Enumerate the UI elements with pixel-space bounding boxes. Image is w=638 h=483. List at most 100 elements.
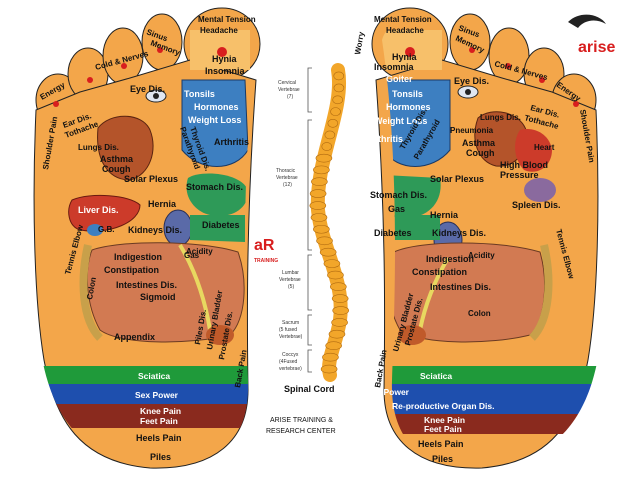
- spine-label-thoracic: Thoracic: [276, 168, 296, 174]
- right-label-hynia: Hynia: [392, 52, 418, 62]
- right-label-goiter: Goiter: [386, 74, 413, 84]
- spine-label-cervical: Cervical: [278, 80, 296, 86]
- left-label-gas: Gas: [184, 251, 200, 260]
- right-band-label-heels-pain: Heels Pain: [418, 439, 464, 449]
- vertebra: [333, 71, 345, 81]
- right-band-label-knee-pain: Knee Pain: [424, 415, 465, 425]
- left-organ-pancreas: [190, 215, 245, 242]
- right-label-pressure: Pressure: [500, 170, 539, 180]
- left-organ-stomach: [186, 173, 249, 216]
- left-label-mental-tension: Mental Tension: [198, 15, 256, 24]
- left-band-label-piles: Piles: [150, 452, 171, 462]
- right-band-sex-power: [382, 384, 605, 414]
- spine-caption: Spinal Cord: [284, 384, 335, 394]
- right-label-constipation: Constipation: [412, 267, 467, 277]
- right-dot-brain: [405, 47, 415, 57]
- vertebra: [327, 119, 339, 128]
- right-band-sciatica: [382, 366, 605, 384]
- vertebra: [311, 177, 328, 186]
- left-band-label-feet-pain: Feet Pain: [140, 416, 178, 426]
- right-band-label-sex-power: Sex Power: [366, 387, 410, 397]
- left-label-stomach-dis: Stomach Dis.: [186, 182, 243, 192]
- right-dot-toe4: [539, 77, 545, 83]
- top-right-logo: arise: [568, 14, 615, 56]
- vertebra: [322, 352, 339, 362]
- right-band-label-feet-pain: Feet Pain: [424, 424, 462, 434]
- right-label-headache: Headache: [386, 26, 424, 35]
- right-organ-ureter: [418, 256, 450, 331]
- vertebra: [309, 189, 327, 198]
- left-label-insomnia: Insomnia: [205, 66, 246, 76]
- left-foot: Mental Tension Headache Sinus Memory Col…: [33, 7, 261, 469]
- spine-label-sacrum: Sacrum: [282, 320, 299, 326]
- spine-label-cervical-count: (7): [287, 94, 293, 100]
- right-organ-pancreas: [384, 215, 440, 240]
- spine-label-sacrum-sub: (5 fused: [279, 327, 297, 333]
- vertebra: [313, 224, 330, 234]
- right-label-mental-tension: Mental Tension: [374, 15, 432, 24]
- right-label-indigestion: Indigestion: [426, 254, 474, 264]
- left-pupil-icon: [153, 93, 159, 99]
- right-organ-spleen: [524, 178, 556, 202]
- left-label-eye-dis: Eye Dis.: [130, 84, 165, 94]
- left-dot-toe2: [157, 47, 163, 53]
- vertebra: [323, 259, 341, 268]
- credit-line-1: ARISE TRAINING &: [270, 417, 333, 424]
- right-label-spleen-dis: Spleen Dis.: [512, 200, 561, 210]
- left-label-acidity: Acidity: [186, 247, 213, 256]
- right-band-label-piles: Piles: [432, 454, 453, 464]
- left-label-diabetes: Diabetes: [202, 220, 240, 230]
- spine-label-thoracic-count: (12): [283, 182, 292, 188]
- left-band-label-heels-pain: Heels Pain: [136, 433, 182, 443]
- left-dot-toe5: [53, 101, 59, 107]
- left-band-label-sciatica: Sciatica: [138, 371, 170, 381]
- left-label-headache: Headache: [200, 26, 238, 35]
- top-right-logo-text: arise: [578, 39, 615, 56]
- right-foot: Mental Tension Headache Worry Sinus Memo…: [353, 7, 605, 469]
- right-label-pneumonia: Pneumonia: [450, 126, 494, 135]
- spine-label-cervical-sub: Vertebrae: [278, 87, 300, 93]
- vertebra: [313, 165, 330, 175]
- left-label-sigmoid: Sigmoid: [140, 292, 176, 302]
- vertebra: [319, 247, 337, 257]
- left-band-label-sex-power: Sex Power: [135, 390, 179, 400]
- right-label-insomnia: Insomnia: [374, 62, 415, 72]
- vertebra: [316, 236, 333, 246]
- vertebra: [324, 130, 336, 140]
- right-organ-heart: [515, 129, 552, 172]
- right-pupil-icon: [465, 89, 471, 95]
- left-label-appendix: Appendix: [114, 332, 155, 342]
- center-logo-sub: TRAINING: [254, 258, 278, 264]
- left-label-liver-dis: Liver Dis.: [78, 205, 119, 215]
- spine-label-coccyx-sub: (4Fused: [279, 359, 298, 365]
- left-label-kidneys-dis: Kidneys Dis.: [128, 225, 182, 235]
- right-label-asthma: Asthma: [462, 138, 496, 148]
- left-band-knee: [35, 404, 259, 428]
- vertebrae-group: [309, 71, 349, 374]
- right-label-heart: Heart: [534, 143, 555, 152]
- right-label-tonsils: Tonsils: [392, 89, 423, 99]
- spine-label-sacrum-sub2: Vertebrae): [279, 334, 303, 340]
- bracket-coccyx: [307, 349, 312, 373]
- right-label-gas: Gas: [388, 204, 405, 214]
- left-label-arthritis: Arthritis: [214, 137, 249, 147]
- spine-label-coccyx: Coccyx: [282, 352, 299, 358]
- right-organ-bladder: [398, 325, 426, 345]
- right-label-hernia: Hernia: [430, 210, 459, 220]
- right-label-lungs-dis: Lungs Dis.: [480, 113, 521, 122]
- left-organ-colon: [79, 244, 104, 341]
- vertebra: [310, 213, 328, 222]
- logo-swirl-icon: [568, 14, 606, 28]
- left-dot-brain: [217, 47, 227, 57]
- spine-label-lumbar-sub: Vertebrae: [279, 277, 301, 283]
- vertebra: [330, 107, 341, 116]
- vertebra: [328, 329, 346, 339]
- left-label-solar-plexus: Solar Plexus: [124, 174, 178, 184]
- left-band-sciatica: [35, 366, 259, 384]
- left-band-sex-power: [35, 384, 259, 404]
- bracket-thoracic: [307, 119, 312, 251]
- right-label-high-blood: High Blood: [500, 160, 548, 170]
- right-label-stomach-dis: Stomach Dis.: [370, 190, 427, 200]
